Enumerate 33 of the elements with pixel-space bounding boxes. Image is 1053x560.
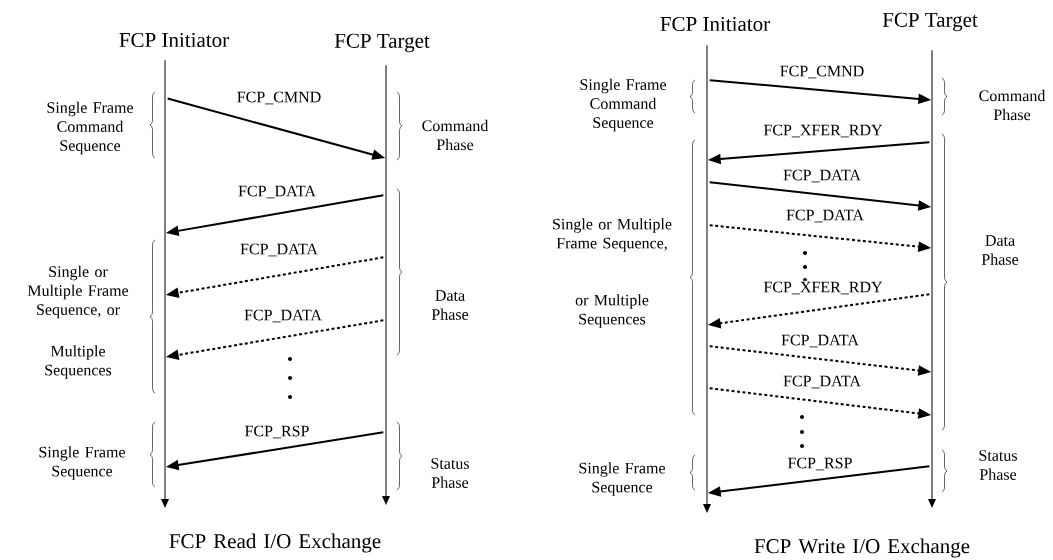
lifeline-header: FCP Initiator: [660, 16, 770, 32]
label-text: Single or Multiple Frame Sequence,: [553, 218, 672, 252]
edge-label: FCP_XFER_RDY: [762, 123, 884, 139]
edge-label: FCP_DATA: [237, 184, 317, 200]
label-text: Data Phase: [981, 235, 1019, 265]
label-text: or Multiple Sequences: [575, 294, 649, 328]
lifeline-arrow: [161, 60, 169, 508]
lifeline-header: FCP Target: [334, 33, 430, 53]
label-text: FCP Write I/O Exchange: [754, 538, 970, 558]
lifeline-header: FCP Target: [882, 12, 978, 32]
edge-label: FCP_DATA: [239, 242, 319, 258]
lifeline-arrow: [382, 65, 390, 505]
edge-label: FCP_DATA: [782, 168, 862, 184]
label-text: Single Frame Sequence: [39, 446, 125, 480]
edge-label: FCP_RSP: [786, 456, 854, 472]
edge-label: FCP_CMND: [778, 64, 866, 80]
edge-label: FCP_XFER_RDY: [762, 280, 884, 296]
label-text: Single Frame Sequence: [579, 462, 665, 496]
edge-label: FCP_DATA: [785, 208, 865, 224]
label-text: Single or Multiple Frame Sequence, or: [27, 265, 129, 319]
label-text: Multiple Sequences: [45, 345, 112, 379]
edge-label: FCP_RSP: [243, 424, 311, 440]
lifeline-arrow: [703, 45, 711, 513]
lifeline-header: FCP Initiator: [119, 32, 229, 48]
edge-label: FCP_CMND: [235, 90, 323, 106]
edge-label: FCP_DATA: [780, 333, 860, 349]
label-text: FCP Read I/O Exchange: [169, 533, 381, 553]
edge-label: FCP_DATA: [782, 374, 862, 390]
edge-label: FCP_DATA: [243, 308, 323, 324]
label-text: Data Phase: [431, 290, 469, 320]
label-text: Status Phase: [431, 458, 469, 488]
label-text: Status Phase: [979, 450, 1017, 480]
lifeline-arrow: [928, 50, 936, 508]
